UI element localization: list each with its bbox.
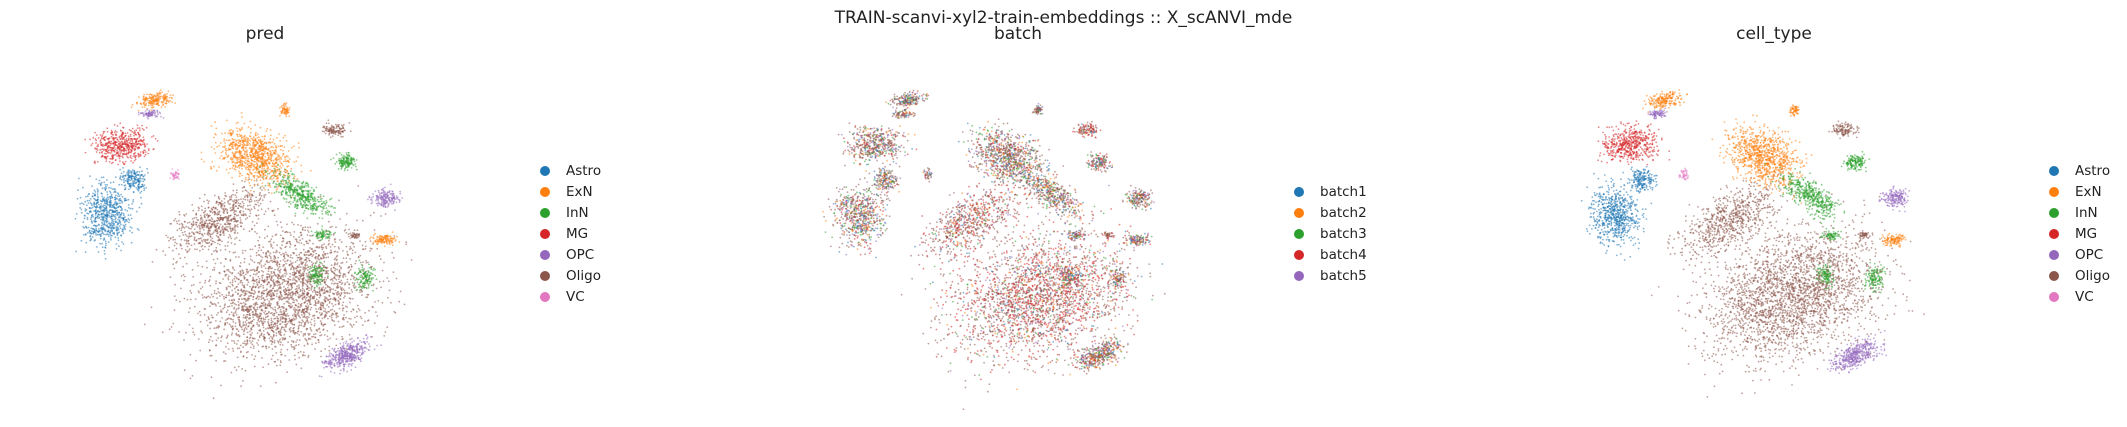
legend-item: InN <box>2049 202 2110 223</box>
legend-marker <box>2049 270 2059 281</box>
legend-label: ExN <box>2075 184 2102 200</box>
legend-label: InN <box>2075 205 2098 221</box>
legend-label: batch1 <box>1320 184 1367 200</box>
legend-item: ExN <box>2049 181 2110 202</box>
legend-item: Astro <box>540 160 601 181</box>
legend-item: ExN <box>540 181 601 202</box>
legend-label: VC <box>2075 289 2094 305</box>
legend-marker <box>1294 228 1304 239</box>
legend-label: Astro <box>566 163 601 179</box>
legend-item: VC <box>540 286 601 307</box>
legend-marker <box>540 165 550 176</box>
legend-marker <box>540 270 550 281</box>
legend-marker <box>540 186 550 197</box>
legend-marker <box>2049 186 2059 197</box>
legend-item: batch4 <box>1294 244 1367 265</box>
legend-item: Oligo <box>2049 265 2110 286</box>
legend-marker <box>2049 207 2059 218</box>
legend-label: Oligo <box>2075 268 2110 284</box>
legend-marker <box>540 249 550 260</box>
legend-item: MG <box>540 223 601 244</box>
legend-label: ExN <box>566 184 593 200</box>
legend-marker <box>1294 186 1304 197</box>
legend-item: InN <box>540 202 601 223</box>
legend-item: VC <box>2049 286 2110 307</box>
legend-label: MG <box>2075 226 2097 242</box>
legend-label: batch3 <box>1320 226 1367 242</box>
legend-marker <box>2049 249 2059 260</box>
legend-batch: batch1 batch2 batch3 batch4 batch5 <box>1294 181 1367 286</box>
legend-item: OPC <box>2049 244 2110 265</box>
legend-marker <box>2049 228 2059 239</box>
legend-marker <box>540 228 550 239</box>
panel-title-cell-type: cell_type <box>1624 24 1924 44</box>
legend-label: OPC <box>566 247 594 263</box>
legend-label: batch5 <box>1320 268 1367 284</box>
legend-marker <box>1294 207 1304 218</box>
legend-item: batch3 <box>1294 223 1367 244</box>
panel-title-pred: pred <box>115 24 415 44</box>
legend-marker <box>1294 249 1304 260</box>
scatter-plot-batch <box>822 89 1166 410</box>
legend-marker <box>540 291 550 302</box>
scatter-plot-pred <box>74 89 413 400</box>
legend-item: OPC <box>540 244 601 265</box>
legend-label: batch2 <box>1320 205 1367 221</box>
legend-label: Oligo <box>566 268 601 284</box>
legend-item: batch2 <box>1294 202 1367 223</box>
panel-title-batch: batch <box>868 24 1168 44</box>
legend-marker <box>2049 291 2059 302</box>
legend-marker <box>1294 270 1304 281</box>
legend-label: Astro <box>2075 163 2110 179</box>
legend-label: OPC <box>2075 247 2103 263</box>
legend-item: Astro <box>2049 160 2110 181</box>
legend-marker <box>2049 165 2059 176</box>
legend-item: batch1 <box>1294 181 1367 202</box>
figure-title: TRAIN-scanvi-xyl2-train-embeddings :: X_… <box>0 8 2127 28</box>
legend-marker <box>540 207 550 218</box>
scatter-plot-cell-type <box>1580 89 1925 398</box>
legend-label: batch4 <box>1320 247 1367 263</box>
legend-label: InN <box>566 205 589 221</box>
legend-item: MG <box>2049 223 2110 244</box>
legend-label: VC <box>566 289 585 305</box>
legend-item: batch5 <box>1294 265 1367 286</box>
legend-item: Oligo <box>540 265 601 286</box>
legend-label: MG <box>566 226 588 242</box>
